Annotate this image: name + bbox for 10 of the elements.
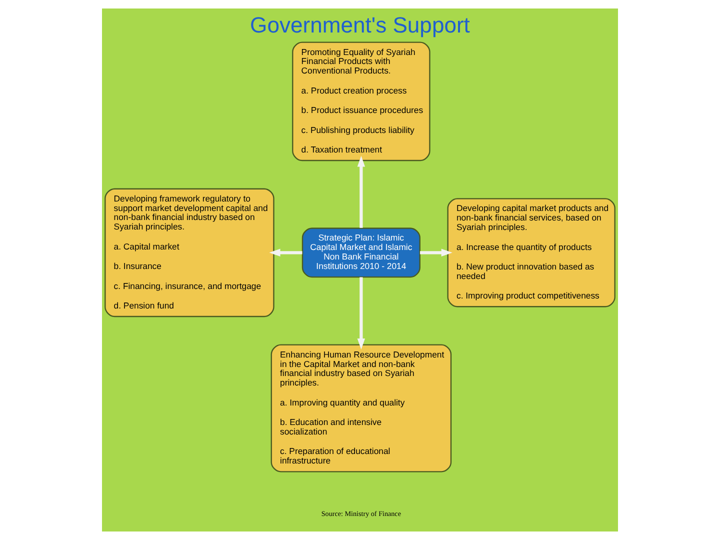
arrow [269,248,302,257]
node-box: Developing capital market products and non-bank financial services, based on Syariah principles. a. Increase the quantity of products b. New product innovation based as needed c. Improving product competitiveness [447,198,616,308]
arrow [420,248,452,257]
node-box: Enhancing Human Resource Development in the Capital Market and non-bank financial industry based on Syariah principles. a. Improving quantity and quality b. Education and intensive socialization c. Preparation of educational infrastructure [270,344,452,472]
node-box: Promoting Equality of Syariah Financial Products with Conventional Products. a. Product creation process b. Product issuance procedures c. Publishing products liability d. Taxation treatment [292,42,430,162]
diagram-title: Government's Support [250,12,470,38]
arrow [357,277,366,350]
node-box: Developing framework regulatory to support market development capital and non-bank financial industry based on Syariah principles. a. Capital market b. Insurance c. Financing, insurance, and mortgage d. Pension fund [104,188,274,318]
arrow [357,156,366,228]
node-box: Strategic Plan: Islamic Capital Market and Islamic Non Bank Financial Institutions 2010 - 2014 [302,228,420,278]
